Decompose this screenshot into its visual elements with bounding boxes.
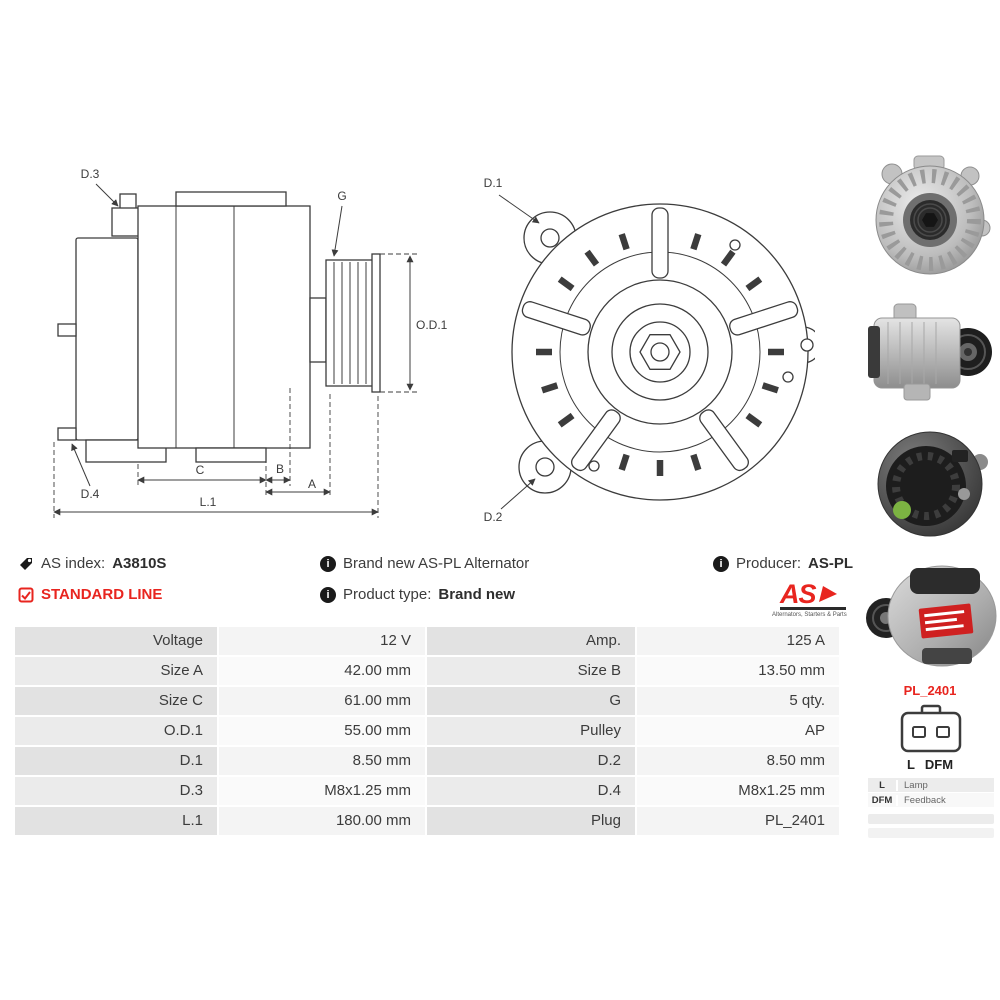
alternator-rear-photo [877,431,988,537]
legend-value: Feedback [904,794,946,806]
spec-value: 125 A [637,627,839,655]
producer-label: Producer: [736,555,802,572]
spec-label: Pulley [427,717,635,745]
spec-value: 8.50 mm [219,747,425,775]
spec-value: M8x1.25 mm [637,777,839,805]
spec-value: 8.50 mm [637,747,839,775]
legend-row: L Lamp [868,778,994,793]
spec-value: AP [637,717,839,745]
spec-value: PL_2401 [637,807,839,835]
dim-label-c: C [196,463,205,477]
as-index-label: AS index: [41,555,106,572]
dim-label-d4: D.4 [81,487,100,501]
dim-label-b: B [276,462,284,476]
spec-label: D.3 [15,777,217,805]
rear-cover [75,237,139,441]
plug-code: PL_2401 [903,683,957,698]
spec-label: L.1 [15,807,217,835]
tag-icon [20,557,32,570]
shaft [309,297,327,363]
technical-drawing-front-view: D.1 D.2 [484,176,815,524]
spec-label: Size B [427,657,635,685]
spec-value: M8x1.25 mm [219,777,425,805]
alternator-side-photo [868,303,992,401]
dim-label-a: A [308,477,316,491]
standard-line-label: STANDARD LINE [41,586,163,603]
as-index-value: A3810S [112,555,167,572]
product-photo-angled[interactable] [862,552,998,680]
product-photo-front[interactable] [862,148,998,288]
producer: Producer: AS-PL [713,555,853,572]
legend-key: DFM [868,794,898,806]
legend-empty-row [868,814,994,824]
spec-value: 180.00 mm [219,807,425,835]
spec-label: Plug [427,807,635,835]
product-type: Product type: Brand new [320,586,515,603]
pin-legend: L Lamp DFM Feedback [868,778,994,808]
spec-label: Voltage [15,627,217,655]
as-index: AS index: A3810S [18,555,166,572]
spec-value: 12 V [219,627,425,655]
spec-label: O.D.1 [15,717,217,745]
info-icon [713,555,729,572]
spec-value: 42.00 mm [219,657,425,685]
pin-label-l: L [906,757,915,772]
info-icon [320,555,336,572]
dim-label-l1: L.1 [200,495,217,509]
spec-label: Size A [15,657,217,685]
product-type-value: Brand new [438,586,516,603]
dim-label-d1: D.1 [484,176,503,190]
plug-connector-icon [900,704,962,753]
dim-label-od1: O.D.1 [416,318,448,332]
plug-pin-labels: L DFM [862,757,998,772]
pin-label-dfm: DFM [924,757,954,772]
alternator-angled-photo [866,565,997,667]
producer-value: AS-PL [808,555,854,572]
alternator-front-photo [875,155,991,275]
spec-label: Amp. [427,627,635,655]
dim-label-g: G [337,189,346,203]
spec-value: 61.00 mm [219,687,425,715]
spec-label: D.1 [15,747,217,775]
dim-label-d2: D.2 [484,510,503,524]
legend-row: DFM Feedback [868,793,994,808]
spec-label: G [427,687,635,715]
spec-label: Size C [15,687,217,715]
product-photo-side[interactable] [862,292,998,418]
as-logo-text: AS [780,579,817,609]
main-housing [137,205,311,449]
legend-value: Lamp [904,779,928,791]
brand-new-label: Brand new AS-PL Alternator [343,555,530,572]
spec-value: 13.50 mm [637,657,839,685]
dim-label-d3: D.3 [81,167,100,181]
as-pl-logo: AS Alternators, Starters & Parts [772,579,847,619]
checkbox-checked-icon [18,587,34,602]
spec-label: D.2 [427,747,635,775]
spec-value: 55.00 mm [219,717,425,745]
legend-empty-row [868,828,994,838]
technical-drawing-side-view: O.D.1 G D.3 D.4 C B A L.1 [53,167,448,518]
legend-key: L [868,779,898,791]
brand-new-note: Brand new AS-PL Alternator [320,555,529,572]
standard-line: STANDARD LINE [18,586,162,603]
spec-table: Voltage 12 V Amp. 125 A Size A 42.00 mm … [15,627,839,835]
as-logo-subtitle: Alternators, Starters & Parts [772,612,847,618]
product-type-label: Product type: [343,586,432,603]
spec-label: D.4 [427,777,635,805]
spec-value: 5 qty. [637,687,839,715]
product-photo-rear[interactable] [862,422,998,548]
as-logo-arrow-icon [818,586,839,602]
as-logo-underline [780,607,846,610]
info-icon [320,586,336,603]
